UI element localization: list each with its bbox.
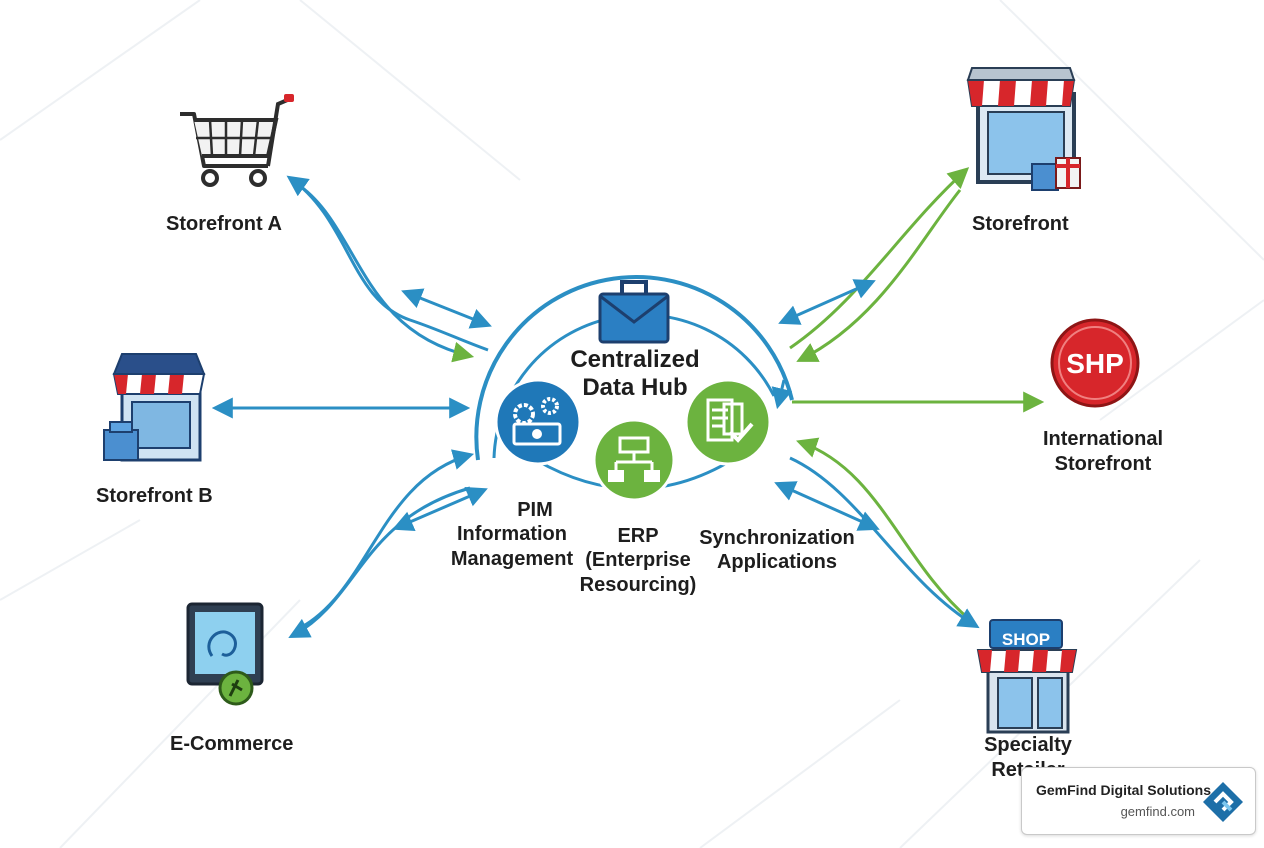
shop-sign-text: SHOP [1002, 630, 1050, 649]
shop-sign-icon [976, 619, 1078, 734]
gears-icon [494, 378, 582, 466]
right-connectors [774, 167, 1045, 629]
international-storefront-label: International Storefront [1028, 427, 1178, 477]
pim-label: PIM Information Management [440, 498, 584, 571]
pim-label-line2: Information [457, 523, 567, 546]
briefcase-icon [598, 280, 670, 344]
international-label-line2: Storefront [1054, 453, 1152, 475]
shopping-cart-icon [180, 94, 294, 187]
brand-box: GemFind Digital Solutions gemfind.com [1021, 767, 1256, 835]
hub-title-line1: Centralized [570, 346, 700, 373]
storefront-b-label: Storefront B [96, 485, 213, 507]
shop-awning-icon [103, 353, 206, 462]
brand-url[interactable]: gemfind.com [1120, 804, 1195, 819]
hub-title-line2: Data Hub [582, 374, 688, 402]
storefront-a-label: Storefront A [166, 213, 282, 235]
international-label-line1: International [1042, 428, 1163, 450]
sync-label: Synchronization Applications [696, 526, 858, 575]
ecommerce-label: E-Commerce [170, 733, 294, 755]
gemfind-logo-icon [1203, 782, 1243, 822]
monitor-icon [186, 602, 264, 706]
erp-label-line3: Resourcing) [579, 573, 697, 596]
sync-label-line1: Synchronization [699, 527, 855, 549]
hub-title: Centralized Data Hub [520, 346, 750, 403]
hub-ring-arrow [771, 379, 793, 410]
left-connectors [211, 175, 492, 638]
pim-label-line3: Management [450, 547, 574, 570]
erp-label-line2: (Enterprise [585, 549, 691, 572]
storefront-label: Storefront [972, 213, 1069, 235]
brand-name: GemFind Digital Solutions [1036, 782, 1211, 798]
checklist-icon [684, 378, 772, 466]
sync-label-line2: Applications [716, 551, 837, 574]
pim-label-line1: PIM [517, 499, 553, 521]
network-icon [592, 418, 676, 502]
erp-label: ERP (Enterprise Resourcing) [568, 524, 708, 597]
shp-badge-icon [1050, 318, 1140, 408]
shop-window-icon [966, 67, 1081, 191]
shp-badge-text: SHP [1066, 348, 1124, 379]
erp-label-line1: ERP [617, 525, 659, 547]
specialty-label-line1: Specialty [984, 734, 1072, 756]
